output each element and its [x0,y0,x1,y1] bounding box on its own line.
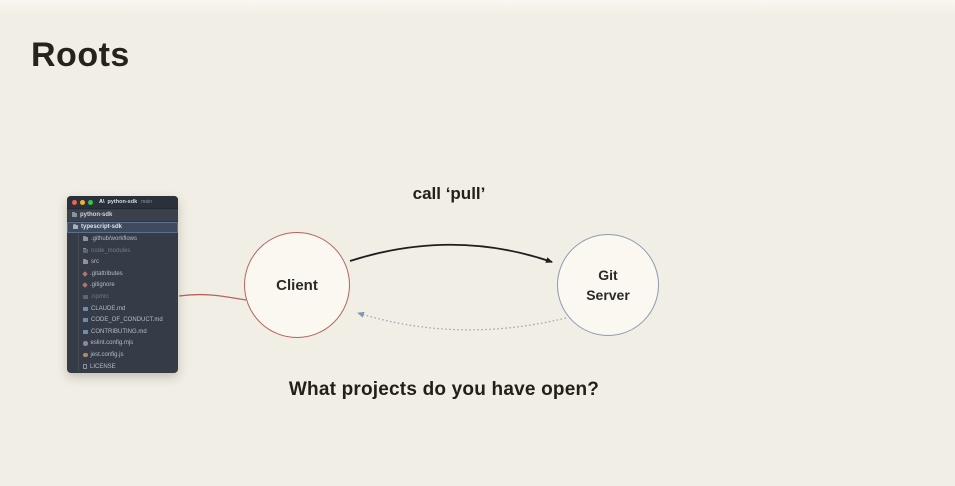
tree-item-label: eslint.config.mjs [90,340,134,347]
git-server-label-line2: Server [586,287,630,303]
branch-label: main [141,199,152,205]
root-connector-line [178,293,247,301]
tree-item-license[interactable]: LICENSE [67,361,178,373]
window-title: python-sdk [107,199,138,205]
npm-icon [83,294,88,299]
tree-item-label: CODE_OF_CONDUCT.md [91,317,163,324]
license-icon [83,364,87,370]
response-arrow [357,311,567,331]
git-icon [82,282,88,289]
tree-item-label: .github/workflows [91,235,138,242]
traffic-lights [72,199,93,205]
tree-item-label: src [91,259,99,266]
tree-item-contributing-md[interactable]: CONTRIBUTING.md [67,326,178,338]
jest-icon [83,352,88,358]
slide-title: Roots [31,36,130,74]
app-logo-icon: A\ [99,199,105,205]
indent-guide [78,234,79,371]
tree-item-label: jest.config.js [90,351,124,358]
tree-item-code-of-conduct-md[interactable]: CODE_OF_CONDUCT.md [67,314,178,326]
tree-item-gitignore[interactable]: .gitignore [67,280,178,292]
tree-item-label: LICENSE [90,363,116,370]
maximize-window-icon[interactable] [88,199,93,205]
tree-item-label: node_modules [91,247,131,254]
file-explorer-window: A\ python-sdk main python-sdk typescript… [67,196,178,373]
eslint-icon [83,341,88,346]
slide-caption: What projects do you have open? [288,379,600,400]
tree-item-eslint-config[interactable]: eslint.config.mjs [67,338,178,350]
file-tree: python-sdk typescript-sdk .github/workfl… [67,209,178,373]
markdown-icon [83,306,88,311]
tree-item-label: .npmrc [90,293,109,300]
markdown-icon [83,318,88,323]
client-node: Client [244,232,350,338]
git-server-node-label: Git Server [586,265,630,306]
tree-item-github-workflows[interactable]: .github/workflows [67,233,178,245]
client-node-label: Client [276,276,318,294]
request-arrow-label: call ‘pull’ [412,184,486,203]
tree-item-npmrc[interactable]: .npmrc [67,291,178,303]
git-server-label-line1: Git [598,266,618,283]
tree-item-claude-md[interactable]: CLAUDE.md [67,303,178,315]
tree-item-label: CONTRIBUTING.md [91,328,147,335]
tree-root-python-sdk[interactable]: python-sdk [67,210,178,222]
tree-item-label: typescript-sdk [81,224,123,231]
window-titlebar: A\ python-sdk main [67,196,178,209]
folder-icon [83,259,88,265]
markdown-icon [83,329,88,334]
tree-item-label: .gitignore [90,282,115,289]
tree-item-label: CLAUDE.md [91,305,126,312]
folder-icon [72,212,77,218]
git-server-node: Git Server [557,234,659,336]
folder-open-icon [73,224,78,230]
folder-icon [83,235,88,241]
close-window-icon[interactable] [72,199,77,205]
tree-item-gitattributes[interactable]: .gitattributes [67,268,178,280]
tree-item-label: python-sdk [80,212,113,219]
folder-icon [83,247,88,253]
tree-root-typescript-sdk[interactable]: typescript-sdk [67,221,178,234]
git-icon [82,270,88,277]
tree-item-label: .gitattributes [90,270,123,277]
tree-item-jest-config[interactable]: jest.config.js [67,349,178,361]
minimize-window-icon[interactable] [80,199,85,205]
tree-item-src[interactable]: src [67,256,178,268]
tree-item-node-modules[interactable]: node_modules [67,245,178,257]
request-arrow [349,243,553,263]
